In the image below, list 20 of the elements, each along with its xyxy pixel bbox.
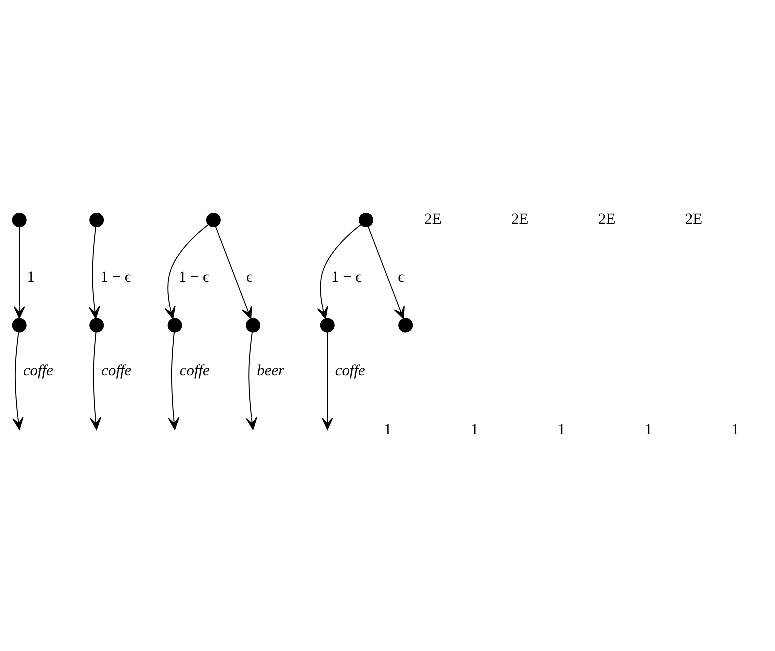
edge-label: 1 − ϵ xyxy=(331,268,362,286)
edge-label: coffe xyxy=(180,362,210,380)
edge-label: ϵ xyxy=(246,268,253,286)
label: 1 xyxy=(384,421,392,438)
edge-label: coffe xyxy=(23,362,54,380)
label: 1 xyxy=(471,421,479,438)
label: 2E xyxy=(685,210,703,228)
label: 2E xyxy=(512,210,529,228)
label: 2E xyxy=(598,210,616,228)
edge-label: coffe xyxy=(335,362,366,380)
edge-label: 1 − ϵ xyxy=(178,268,210,286)
label: 1 xyxy=(732,421,740,438)
label: 1 xyxy=(644,421,653,438)
edge-label: ϵ xyxy=(398,268,404,286)
edge-label: 1 xyxy=(27,268,36,286)
label: 2E xyxy=(424,210,442,228)
edge-label: coffe xyxy=(102,362,132,380)
label: 1 xyxy=(558,421,566,438)
edge-label: beer xyxy=(257,362,285,380)
edge-label: 1 − ϵ xyxy=(100,268,132,286)
